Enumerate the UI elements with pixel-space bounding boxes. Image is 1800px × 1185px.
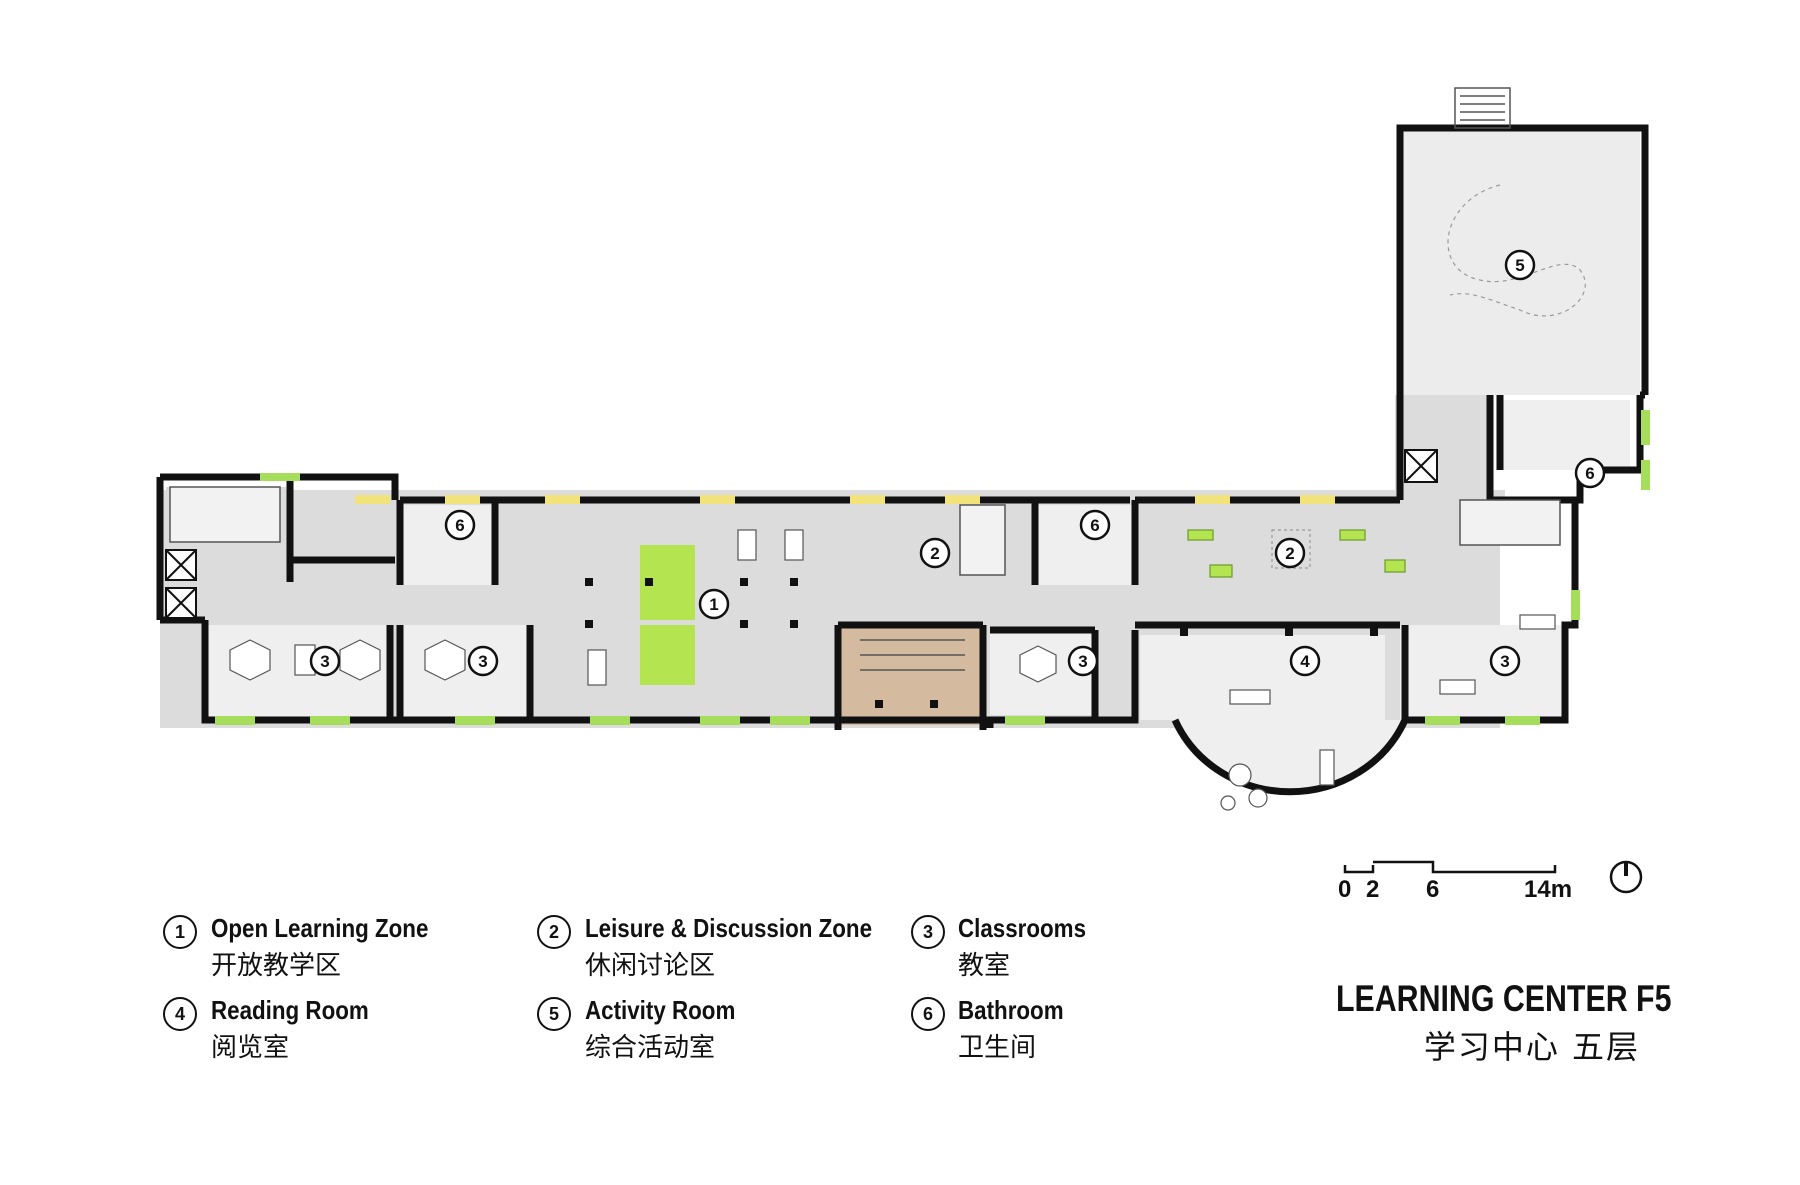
legend-label-en: Open Learning Zone: [211, 913, 429, 943]
plan-title-en: LEARNING CENTER F5: [1336, 978, 1672, 1019]
legend-label-en: Classrooms: [958, 913, 1087, 943]
legend-number: 4: [163, 997, 197, 1031]
svg-text:6: 6: [1090, 516, 1099, 535]
svg-text:1: 1: [709, 595, 718, 614]
floor-upper-strip: [160, 490, 1505, 500]
reading-room-floor: [1140, 635, 1385, 720]
room-marker: 2: [919, 537, 951, 569]
legend-label-en: Activity Room: [585, 995, 736, 1025]
room-marker: 6: [1574, 457, 1606, 489]
legend-label-cn: 卫生间: [958, 1033, 1037, 1063]
scale-bar-icon: [1343, 860, 1557, 874]
room-marker: 3: [467, 645, 499, 677]
legend-label-cn: 教室: [958, 951, 1011, 981]
classroom-east: [1400, 625, 1565, 720]
reading-room-bay: [1175, 720, 1405, 792]
legend-number: 2: [537, 915, 571, 949]
legend-number: 3: [911, 915, 945, 949]
svg-text:6: 6: [455, 516, 464, 535]
room-marker: 6: [444, 509, 476, 541]
room-marker: 4: [1289, 645, 1321, 677]
room-marker: 3: [1489, 645, 1521, 677]
room-marker: 1: [698, 588, 730, 620]
windows: [215, 410, 1650, 725]
svg-text:3: 3: [1500, 652, 1509, 671]
activity-path: [1447, 184, 1586, 317]
legend-label-cn: 开放教学区: [211, 951, 342, 981]
svg-text:3: 3: [1078, 652, 1087, 671]
scale-label: 14m: [1524, 876, 1573, 903]
plan-title-cn: 学习中心 五层: [1423, 1028, 1640, 1066]
legend-label-cn: 综合活动室: [585, 1033, 716, 1063]
walls: [156, 124, 1649, 796]
legend-label-en: Bathroom: [958, 995, 1064, 1025]
room-marker: 3: [309, 645, 341, 677]
svg-text:5: 5: [1515, 256, 1524, 275]
room-marker: 3: [1067, 645, 1099, 677]
svg-text:2: 2: [1285, 544, 1294, 563]
svg-text:3: 3: [320, 652, 329, 671]
legend-number: 5: [537, 997, 571, 1031]
legend-number: 6: [911, 997, 945, 1031]
scale-label: 0: [1338, 876, 1352, 903]
room-marker: 6: [1079, 509, 1111, 541]
room-marker: 5: [1504, 249, 1536, 281]
bathroom-c: [1500, 400, 1630, 470]
svg-text:3: 3: [478, 652, 487, 671]
room-marker: 2: [1274, 537, 1306, 569]
north-arrow-icon: [1609, 860, 1643, 894]
lime-block-bottom: [640, 625, 695, 685]
stage-wood: [840, 625, 982, 725]
svg-text:4: 4: [1300, 652, 1310, 671]
legend-label-cn: 休闲讨论区: [585, 951, 716, 981]
legend-label-en: Reading Room: [211, 995, 369, 1025]
furniture: [229, 529, 1556, 811]
legend-number: 1: [163, 915, 197, 949]
scale-label: 2: [1366, 876, 1380, 903]
legend-label-cn: 阅览室: [211, 1033, 290, 1063]
scale-label: 6: [1426, 876, 1440, 903]
svg-text:6: 6: [1585, 464, 1594, 483]
stairs: [169, 87, 1561, 671]
room-markers: 1 2 2 3 3 3 3 4 5 6 6 6 6: [309, 249, 1606, 677]
elevators: [165, 449, 1438, 619]
columns: [585, 578, 1378, 708]
legend-label-en: Leisure & Discussion Zone: [585, 913, 873, 943]
floor-areas: [160, 130, 1640, 792]
classroom-west-b: [400, 625, 530, 720]
svg-text:2: 2: [930, 544, 939, 563]
